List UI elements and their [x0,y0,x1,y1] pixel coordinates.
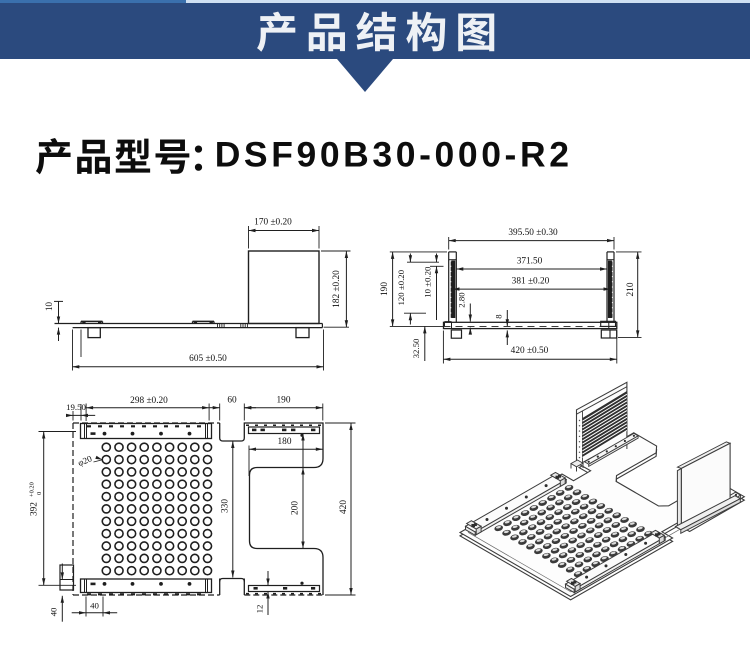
svg-text:120 ±0.20: 120 ±0.20 [396,269,406,305]
svg-text:+0.20: +0.20 [29,482,36,497]
svg-text:32.50: 32.50 [411,338,421,358]
svg-text:φ20: φ20 [76,453,93,468]
svg-text:420 ±0.50: 420 ±0.50 [511,346,549,356]
svg-text:392: 392 [30,502,40,516]
svg-text:395.50 ±0.30: 395.50 ±0.30 [508,228,558,238]
svg-text:2.80: 2.80 [456,292,466,308]
svg-text:12: 12 [254,605,264,614]
svg-text:381 ±0.20: 381 ±0.20 [512,277,550,287]
svg-text:60: 60 [227,396,237,406]
svg-text:371.50: 371.50 [517,257,543,267]
svg-text:40: 40 [49,607,59,616]
svg-text:0: 0 [36,492,43,495]
svg-text:190: 190 [277,396,291,406]
svg-text:190: 190 [380,282,390,296]
svg-text:170 ±0.20: 170 ±0.20 [254,218,292,228]
svg-text:420: 420 [339,500,349,514]
svg-text:200: 200 [291,501,301,515]
svg-text:180: 180 [278,437,292,447]
svg-text:182 ±0.20: 182 ±0.20 [332,270,342,308]
svg-text:DSF90B30-000-R2: DSF90B30-000-R2 [215,134,573,174]
svg-text:298 ±0.20: 298 ±0.20 [130,396,168,406]
svg-text:10 ±0.20: 10 ±0.20 [423,266,433,298]
svg-text:605 ±0.50: 605 ±0.50 [189,354,227,364]
svg-text:210: 210 [626,282,636,296]
svg-text:10: 10 [44,302,54,312]
svg-text:330: 330 [220,499,230,513]
svg-text:40: 40 [90,601,99,611]
svg-text:19.50: 19.50 [66,402,86,412]
svg-text:8: 8 [494,314,504,319]
